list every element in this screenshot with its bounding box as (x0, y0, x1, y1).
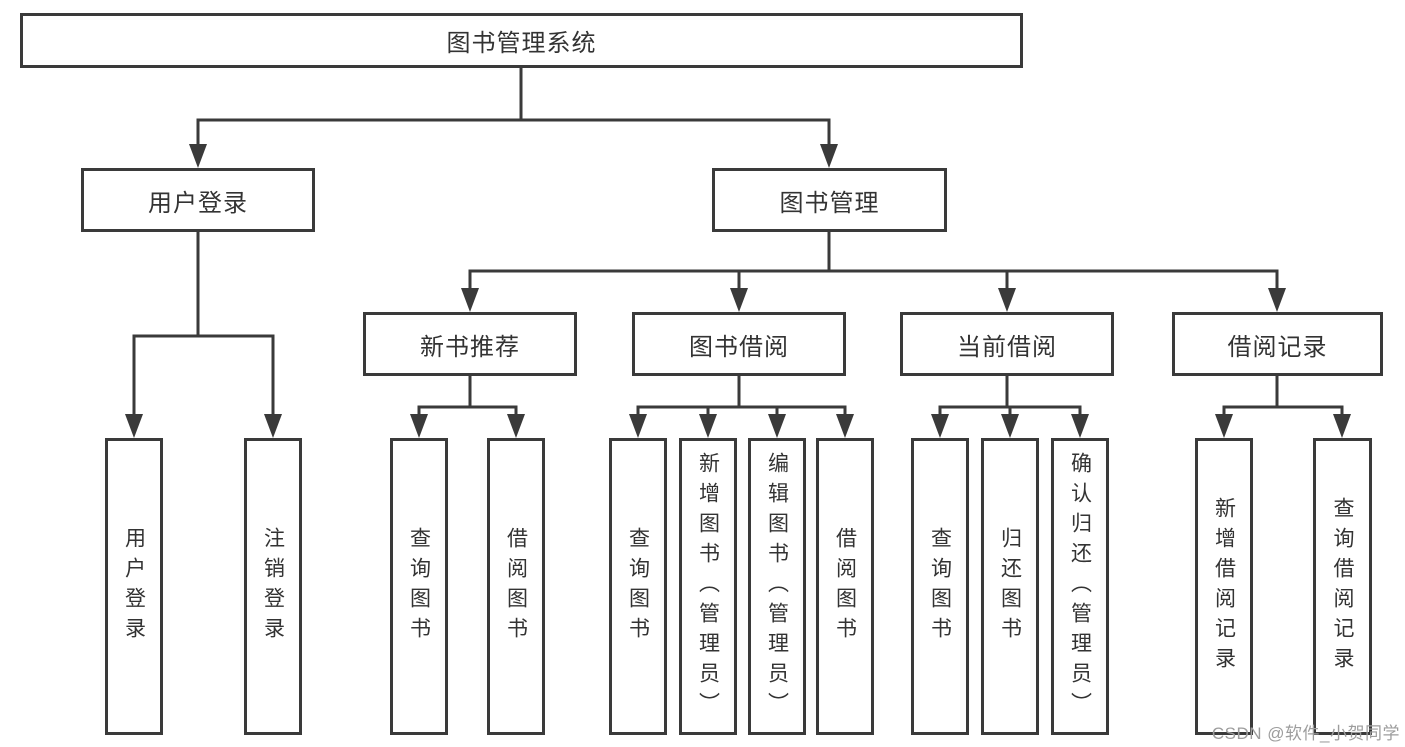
watermark: CSDN @软件_小贺同学 (1211, 724, 1400, 743)
node-book-management: 图书管理 (712, 168, 947, 232)
node-label: 新增图书（管理员） (696, 451, 720, 722)
node-book-borrowing: 图书借阅 (632, 312, 846, 376)
node-label: 用户登录 (148, 189, 248, 217)
leaf-confirm-return-admin: 确认归还（管理员） (1051, 438, 1109, 735)
leaf-query-books-c: 查询图书 (911, 438, 969, 735)
leaf-query-books-a: 查询图书 (390, 438, 448, 735)
node-label: 归还图书 (998, 526, 1022, 647)
node-label: 查询借阅记录 (1331, 496, 1354, 677)
leaf-query-borrow-record: 查询借阅记录 (1313, 438, 1372, 735)
leaf-add-borrow-record: 新增借阅记录 (1195, 438, 1253, 735)
node-library-management-system: 图书管理系统 (20, 13, 1023, 68)
node-label: 图书借阅 (689, 333, 789, 361)
leaf-add-books-admin: 新增图书（管理员） (679, 438, 737, 735)
node-borrowing-records: 借阅记录 (1172, 312, 1383, 376)
node-label: 当前借阅 (957, 333, 1057, 361)
node-label: 查询图书 (407, 526, 431, 647)
leaf-borrow-books-a: 借阅图书 (487, 438, 545, 735)
node-new-book-recommend: 新书推荐 (363, 312, 577, 376)
node-label: 借阅图书 (504, 526, 528, 647)
leaf-return-books: 归还图书 (981, 438, 1039, 735)
node-label: 图书管理系统 (446, 30, 597, 57)
leaf-borrow-books-b: 借阅图书 (816, 438, 874, 735)
node-current-borrowing: 当前借阅 (900, 312, 1114, 376)
node-label: 借阅图书 (833, 526, 857, 647)
node-label: 新增借阅记录 (1212, 496, 1236, 677)
leaf-user-login: 用户登录 (105, 438, 163, 735)
node-label: 用户登录 (122, 526, 146, 647)
node-label: 编辑图书（管理员） (765, 451, 789, 722)
node-user-login: 用户登录 (81, 168, 315, 232)
node-label: 查询图书 (626, 526, 650, 647)
node-label: 注销登录 (261, 526, 285, 647)
leaf-logout-login: 注销登录 (244, 438, 302, 735)
node-label: 确认归还（管理员） (1068, 451, 1092, 722)
leaf-query-books-b: 查询图书 (609, 438, 667, 735)
node-label: 新书推荐 (420, 333, 520, 361)
node-label: 图书管理 (779, 189, 880, 217)
node-label: 查询图书 (928, 526, 952, 647)
leaf-edit-books-admin: 编辑图书（管理员） (748, 438, 806, 735)
node-label: 借阅记录 (1227, 333, 1328, 361)
